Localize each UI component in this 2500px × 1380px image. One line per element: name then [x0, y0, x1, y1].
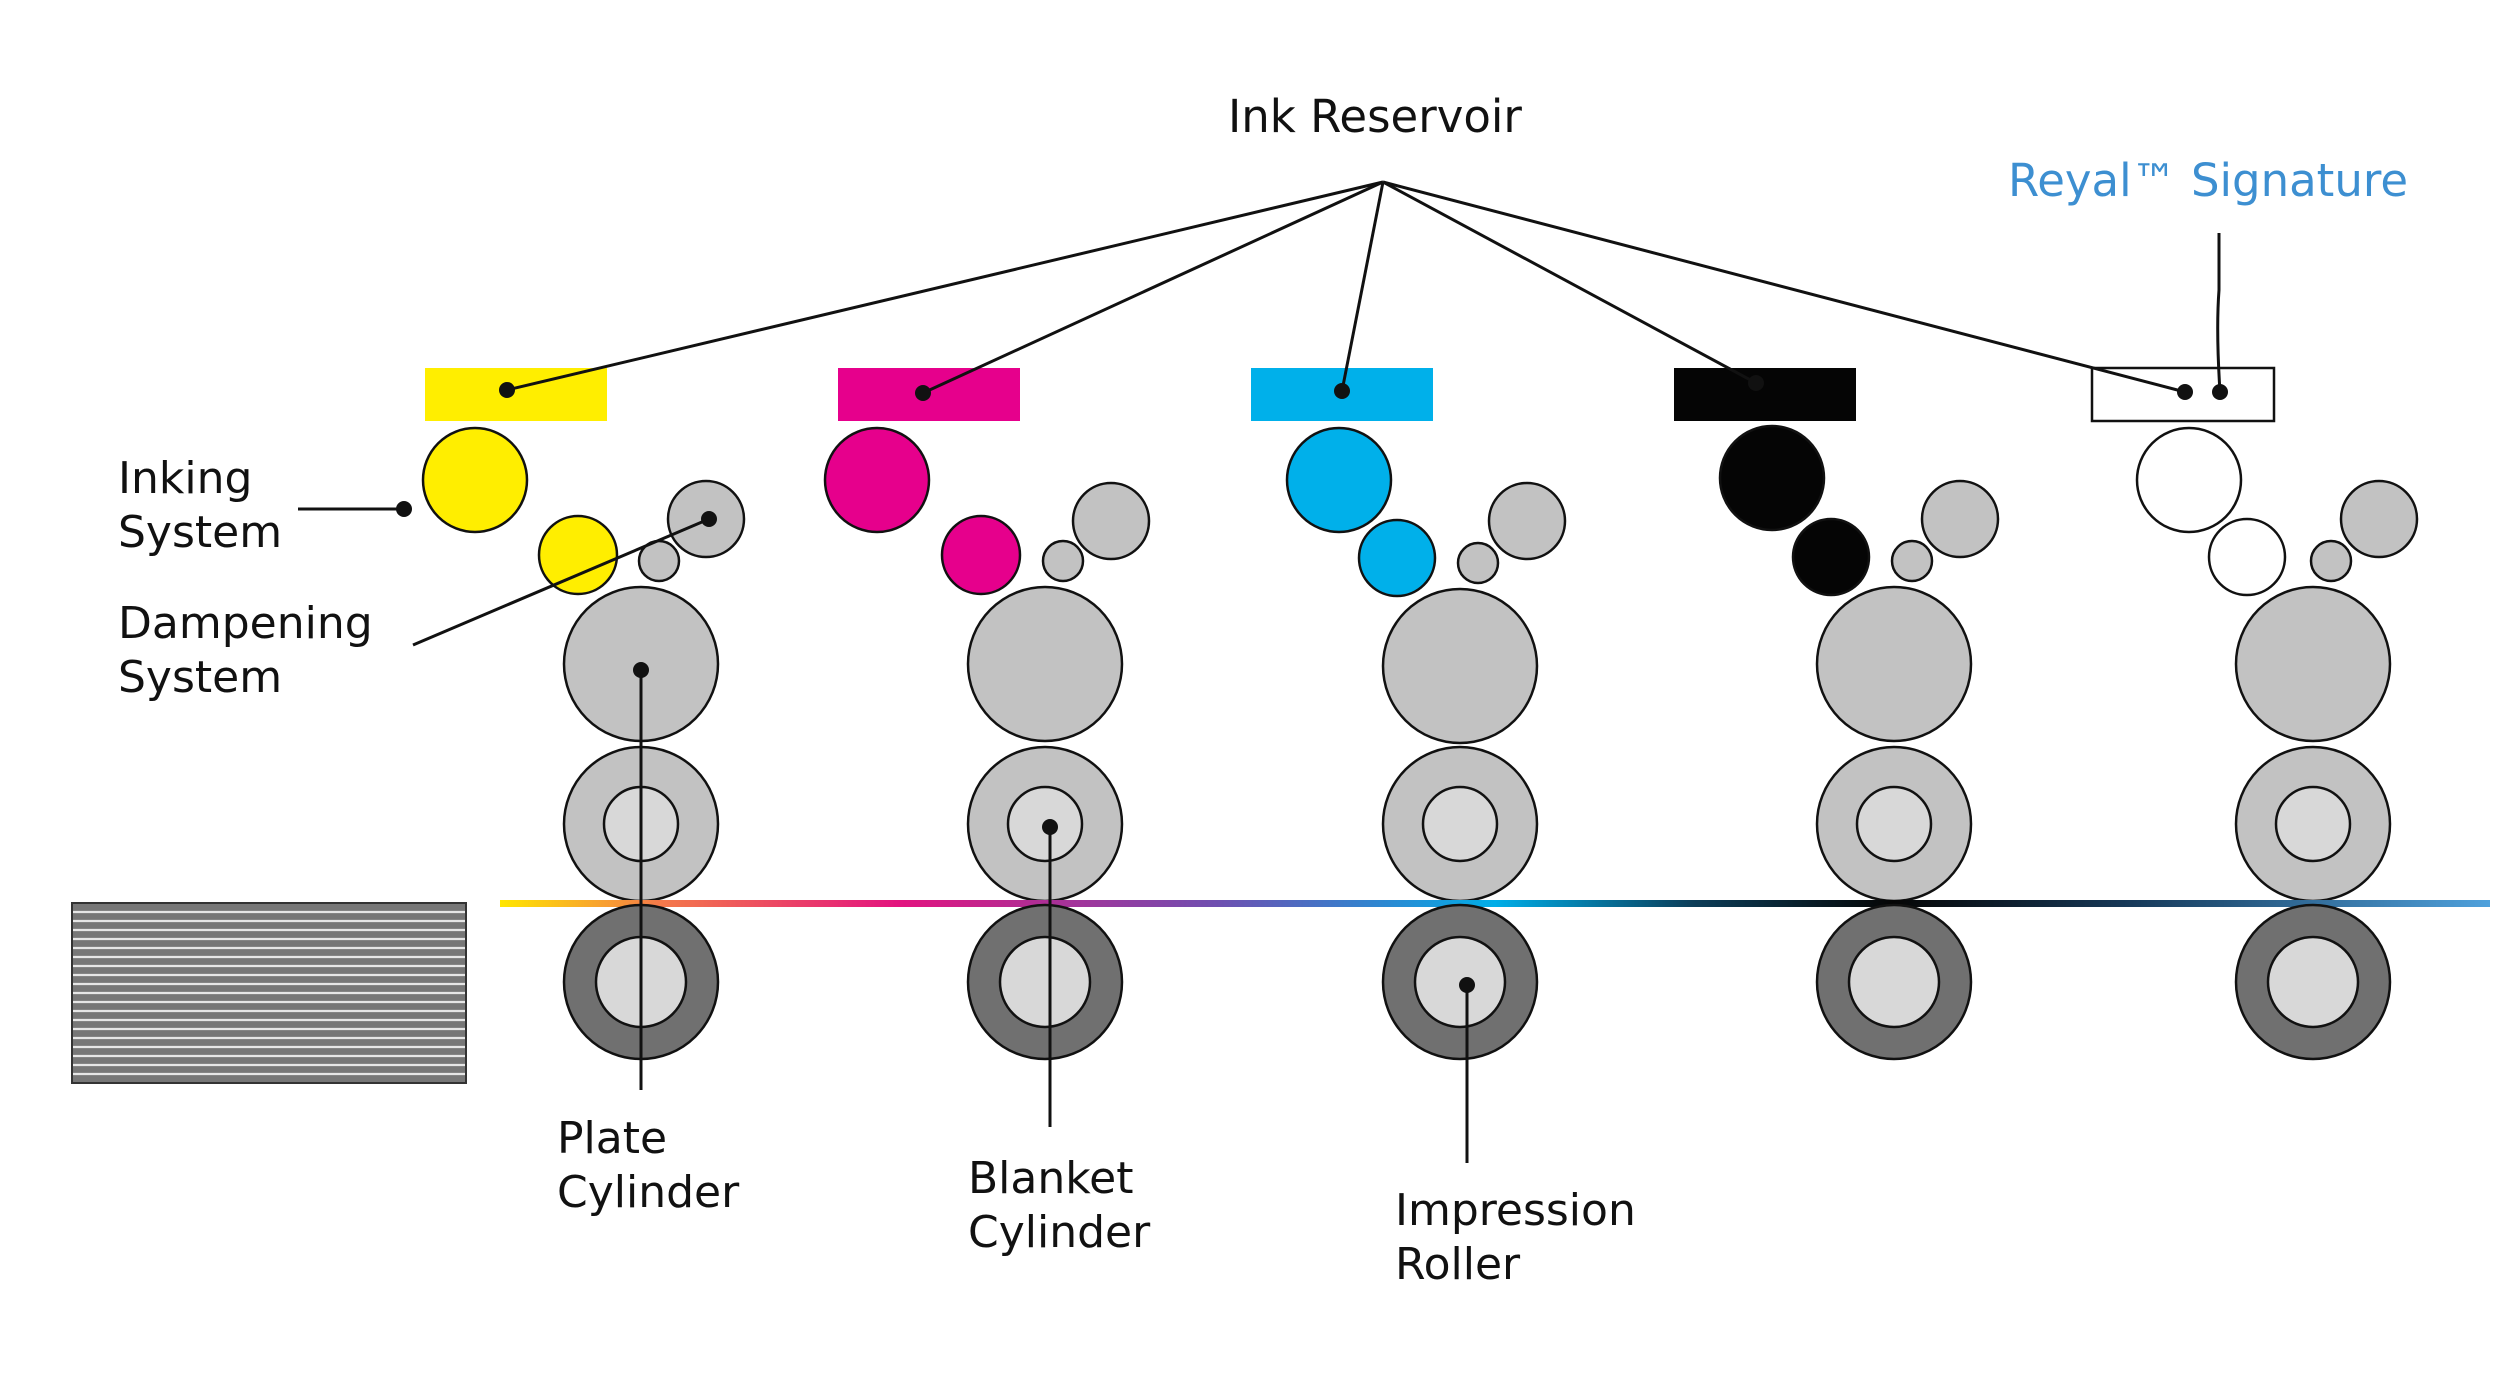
unit-signature: [2090, 366, 2419, 903]
dampening-roller-large-cyan: [1487, 481, 1567, 561]
blanket-cylinder-core-black: [1855, 785, 1933, 863]
plate-cylinder-label: Plate Cylinder: [557, 1113, 740, 1218]
dampening-system-label: Dampening System: [118, 598, 373, 703]
unit-magenta: [823, 368, 1151, 903]
impression-roller-dot: [1459, 977, 1475, 993]
plate-cylinder-dot: [633, 662, 649, 678]
impression-roller-label: Impression Roller: [1395, 1185, 1636, 1290]
signature-leader: [2216, 233, 2222, 393]
inking-system-dot: [396, 501, 412, 517]
unit-cyan: [1251, 368, 1567, 903]
ink-roller-small-magenta: [940, 514, 1022, 596]
ink-roller-small-black: [1791, 517, 1871, 597]
ink-roller-small-yellow: [537, 514, 619, 596]
ink-roller-large-yellow: [421, 426, 529, 534]
reservoir-dot-black: [1748, 375, 1764, 391]
impression-rollers: [562, 903, 2392, 1061]
unit-yellow: [421, 368, 746, 903]
ink-roller-small-signature: [2207, 517, 2287, 597]
blanket-cylinder-label: Blanket Cylinder: [968, 1153, 1151, 1258]
leader-dots: [396, 375, 2228, 993]
ink-reservoir-black: [1674, 368, 1856, 421]
paper-stack: [71, 902, 467, 1084]
impression-roller-magenta: [966, 903, 1124, 1061]
ink-roller-large-black: [1718, 424, 1826, 532]
ink-roller-small-cyan: [1357, 518, 1437, 598]
impression-roller-signature: [2234, 903, 2392, 1061]
reservoir-dot-magenta: [915, 385, 931, 401]
dampening-system-leader: [412, 517, 710, 647]
plate-cylinder-signature: [2234, 585, 2392, 743]
printing-units: [421, 366, 2419, 903]
reservoir-leader-signature: [1382, 180, 2186, 394]
leader-lines: [298, 180, 2222, 1163]
reservoir-leader-magenta: [922, 180, 1384, 395]
reservoir-leader-yellow: [506, 180, 1384, 392]
reservoir-dot-cyan: [1334, 383, 1350, 399]
ink-reservoir-yellow: [425, 368, 607, 421]
impression-roller-core-black: [1847, 935, 1941, 1029]
reservoir-leader-cyan: [1340, 181, 1385, 392]
blanket-cylinder-core-signature: [2274, 785, 2352, 863]
dampening-roller-small-magenta: [1041, 539, 1085, 583]
dampening-roller-small-cyan: [1456, 541, 1500, 585]
ink-roller-large-magenta: [823, 426, 931, 534]
impression-roller-core-magenta: [998, 935, 1092, 1029]
inking-system-label: Inking System: [118, 453, 283, 558]
ink-reservoir-label: Ink Reservoir: [1228, 90, 1522, 143]
dampening-roller-small-black: [1890, 539, 1934, 583]
plate-cylinder-magenta: [966, 585, 1124, 743]
reyal-signature-label: Reyal™ Signature: [2008, 154, 2409, 207]
unit-black: [1674, 368, 2000, 903]
dampening-roller-large-black: [1920, 479, 2000, 559]
signature-dot: [2212, 384, 2228, 400]
ink-roller-large-cyan: [1285, 426, 1393, 534]
paper-web: [500, 900, 2490, 907]
reservoir-dot-signature: [2177, 384, 2193, 400]
blanket-cylinder-dot: [1042, 819, 1058, 835]
dampening-roller-large-signature: [2339, 479, 2419, 559]
dampening-roller-small-signature: [2309, 539, 2353, 583]
ink-roller-large-signature: [2135, 426, 2243, 534]
reservoir-leader-black: [1382, 180, 1757, 385]
impression-roller-core-signature: [2266, 935, 2360, 1029]
dampening-roller-large-magenta: [1071, 481, 1151, 561]
blanket-cylinder-core-cyan: [1421, 785, 1499, 863]
dampening-system-dot: [701, 511, 717, 527]
reservoir-dot-yellow: [499, 382, 515, 398]
plate-cylinder-cyan: [1381, 587, 1539, 745]
impression-roller-black: [1815, 903, 1973, 1061]
plate-cylinder-black: [1815, 585, 1973, 743]
